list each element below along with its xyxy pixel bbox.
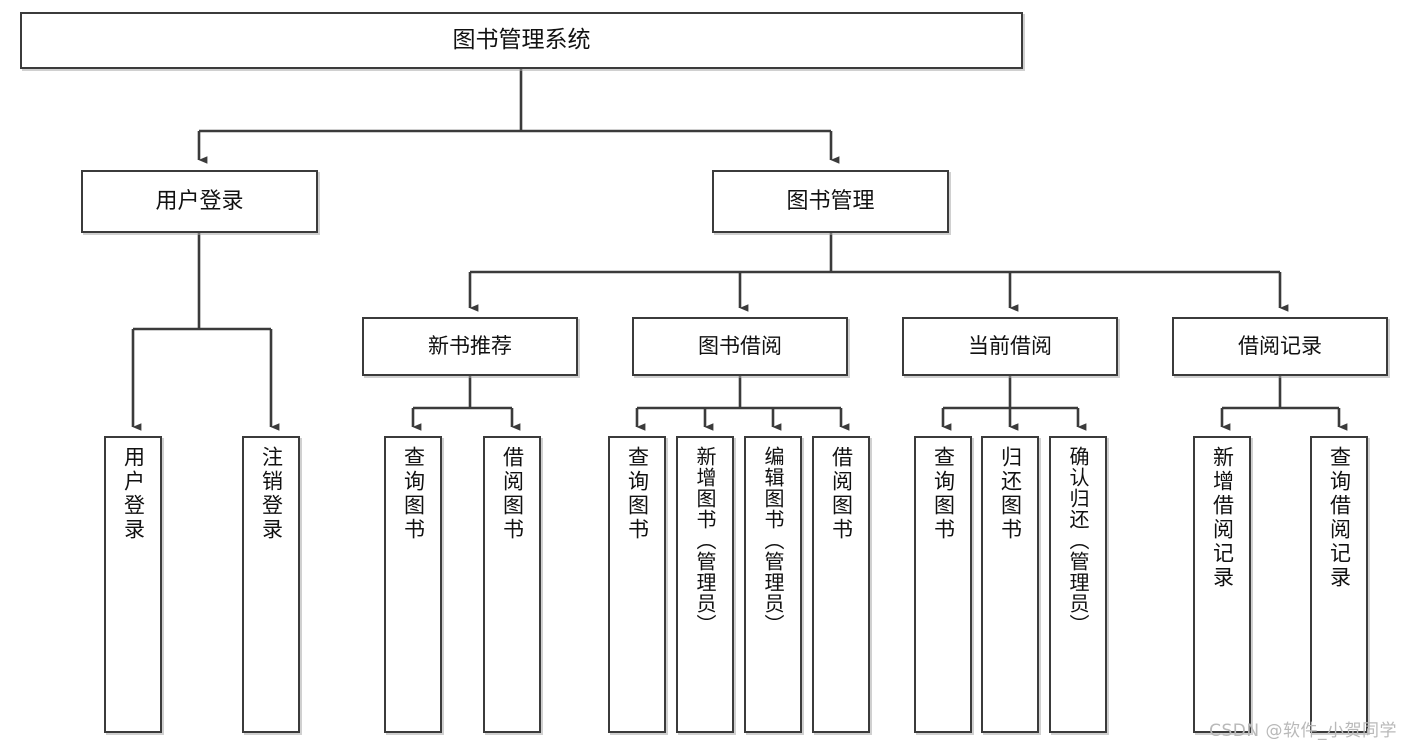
node-label: 借阅图书 (500, 446, 525, 542)
node-label: 当前借阅 (968, 334, 1052, 359)
node-label: 查询图书 (401, 446, 426, 542)
leaf-current-return-book[interactable]: 归还图书 (981, 436, 1039, 733)
node-label: 图书管理系统 (452, 26, 591, 53)
leaf-borrow-add-book-admin[interactable]: 新增图书（管理员） (676, 436, 734, 733)
node-label: 图书借阅 (698, 334, 782, 359)
node-label: 新增图书（管理员） (693, 446, 717, 635)
leaf-recommend-borrow-book[interactable]: 借阅图书 (483, 436, 541, 733)
leaf-current-confirm-return-admin[interactable]: 确认归还（管理员） (1049, 436, 1107, 733)
node-book-borrow[interactable]: 图书借阅 (632, 317, 848, 376)
node-label: 查询借阅记录 (1327, 446, 1352, 590)
node-label: 查询图书 (931, 446, 956, 542)
leaf-current-query-book[interactable]: 查询图书 (914, 436, 972, 733)
node-label: 查询图书 (625, 446, 650, 542)
node-label: 新增借阅记录 (1210, 446, 1235, 590)
node-label: 归还图书 (998, 446, 1023, 542)
node-label: 确认归还（管理员） (1066, 446, 1090, 635)
node-label: 用户登录 (121, 446, 146, 542)
node-label: 图书管理 (786, 188, 875, 214)
node-new-book-recommend[interactable]: 新书推荐 (362, 317, 578, 376)
leaf-borrow-borrow-book[interactable]: 借阅图书 (812, 436, 870, 733)
leaf-borrow-query-book[interactable]: 查询图书 (608, 436, 666, 733)
leaf-record-query-record[interactable]: 查询借阅记录 (1310, 436, 1368, 733)
leaf-user-login-signin[interactable]: 用户登录 (104, 436, 162, 733)
leaf-record-add-record[interactable]: 新增借阅记录 (1193, 436, 1251, 733)
leaf-borrow-edit-book-admin[interactable]: 编辑图书（管理员） (744, 436, 802, 733)
node-label: 编辑图书（管理员） (761, 446, 785, 635)
node-borrow-record[interactable]: 借阅记录 (1172, 317, 1388, 376)
node-label: 借阅图书 (829, 446, 854, 542)
watermark-text: CSDN @软件_小贺同学 (1209, 721, 1397, 741)
node-current-borrow[interactable]: 当前借阅 (902, 317, 1118, 376)
node-user-login[interactable]: 用户登录 (81, 170, 318, 233)
leaf-recommend-query-book[interactable]: 查询图书 (384, 436, 442, 733)
node-label: 用户登录 (155, 188, 244, 214)
leaf-user-login-signout[interactable]: 注销登录 (242, 436, 300, 733)
node-book-management[interactable]: 图书管理 (712, 170, 949, 233)
node-label: 借阅记录 (1238, 334, 1322, 359)
node-root-system[interactable]: 图书管理系统 (20, 12, 1023, 69)
node-label: 注销登录 (259, 446, 284, 542)
node-label: 新书推荐 (428, 334, 512, 359)
